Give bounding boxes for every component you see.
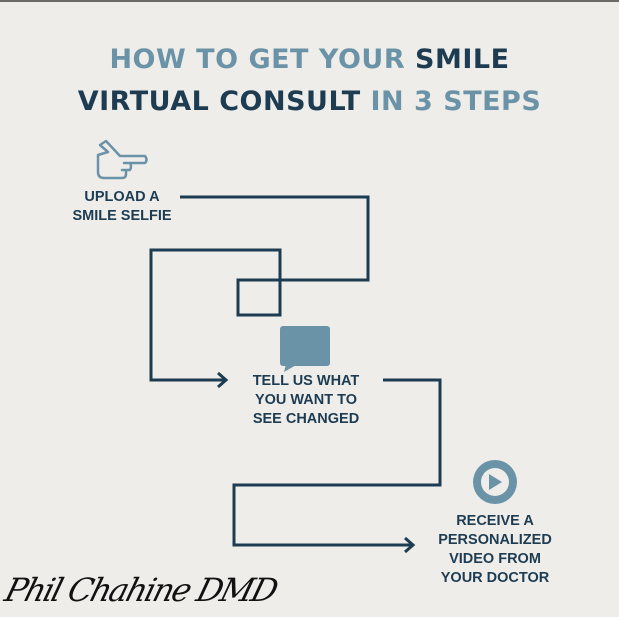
step-line: SEE CHANGED	[252, 411, 360, 427]
flow-path-2	[232, 378, 442, 547]
title-light-text: IN 3 STEPS	[370, 86, 542, 117]
flow-path-1	[149, 195, 370, 382]
title-dark-text: VIRTUAL CONSULT	[77, 86, 361, 117]
step-line: PERSONALIZED	[438, 532, 552, 548]
step-line: UPLOAD A	[84, 189, 160, 205]
arrow-head-2	[404, 536, 416, 554]
title-line-1: HOW TO GET YOUR SMILE	[0, 44, 619, 75]
step-line: YOU WANT TO	[254, 392, 358, 408]
signature-logo: Phil Chahine DMD	[0, 571, 281, 609]
step-line: RECEIVE A	[456, 513, 534, 529]
title-line-2: VIRTUAL CONSULT IN 3 STEPS	[0, 86, 619, 117]
title-dark-text: SMILE	[415, 44, 510, 75]
top-border	[0, 0, 619, 2]
step-line: SMILE SELFIE	[72, 208, 172, 224]
step-line: VIDEO FROM	[449, 551, 541, 567]
step-3-label: RECEIVE A PERSONALIZED VIDEO FROM YOUR D…	[425, 512, 565, 588]
arrow-head-1	[217, 371, 229, 389]
step-2-label: TELL US WHAT YOU WANT TO SEE CHANGED	[236, 372, 376, 429]
pointing-hand-icon	[96, 139, 148, 180]
step-line: YOUR DOCTOR	[440, 570, 550, 586]
step-1-label: UPLOAD A SMILE SELFIE	[62, 188, 182, 226]
title-light-text: HOW TO GET YOUR	[109, 44, 406, 75]
play-icon	[473, 460, 517, 504]
speech-bubble-icon	[280, 326, 330, 372]
step-line: TELL US WHAT	[252, 373, 360, 389]
